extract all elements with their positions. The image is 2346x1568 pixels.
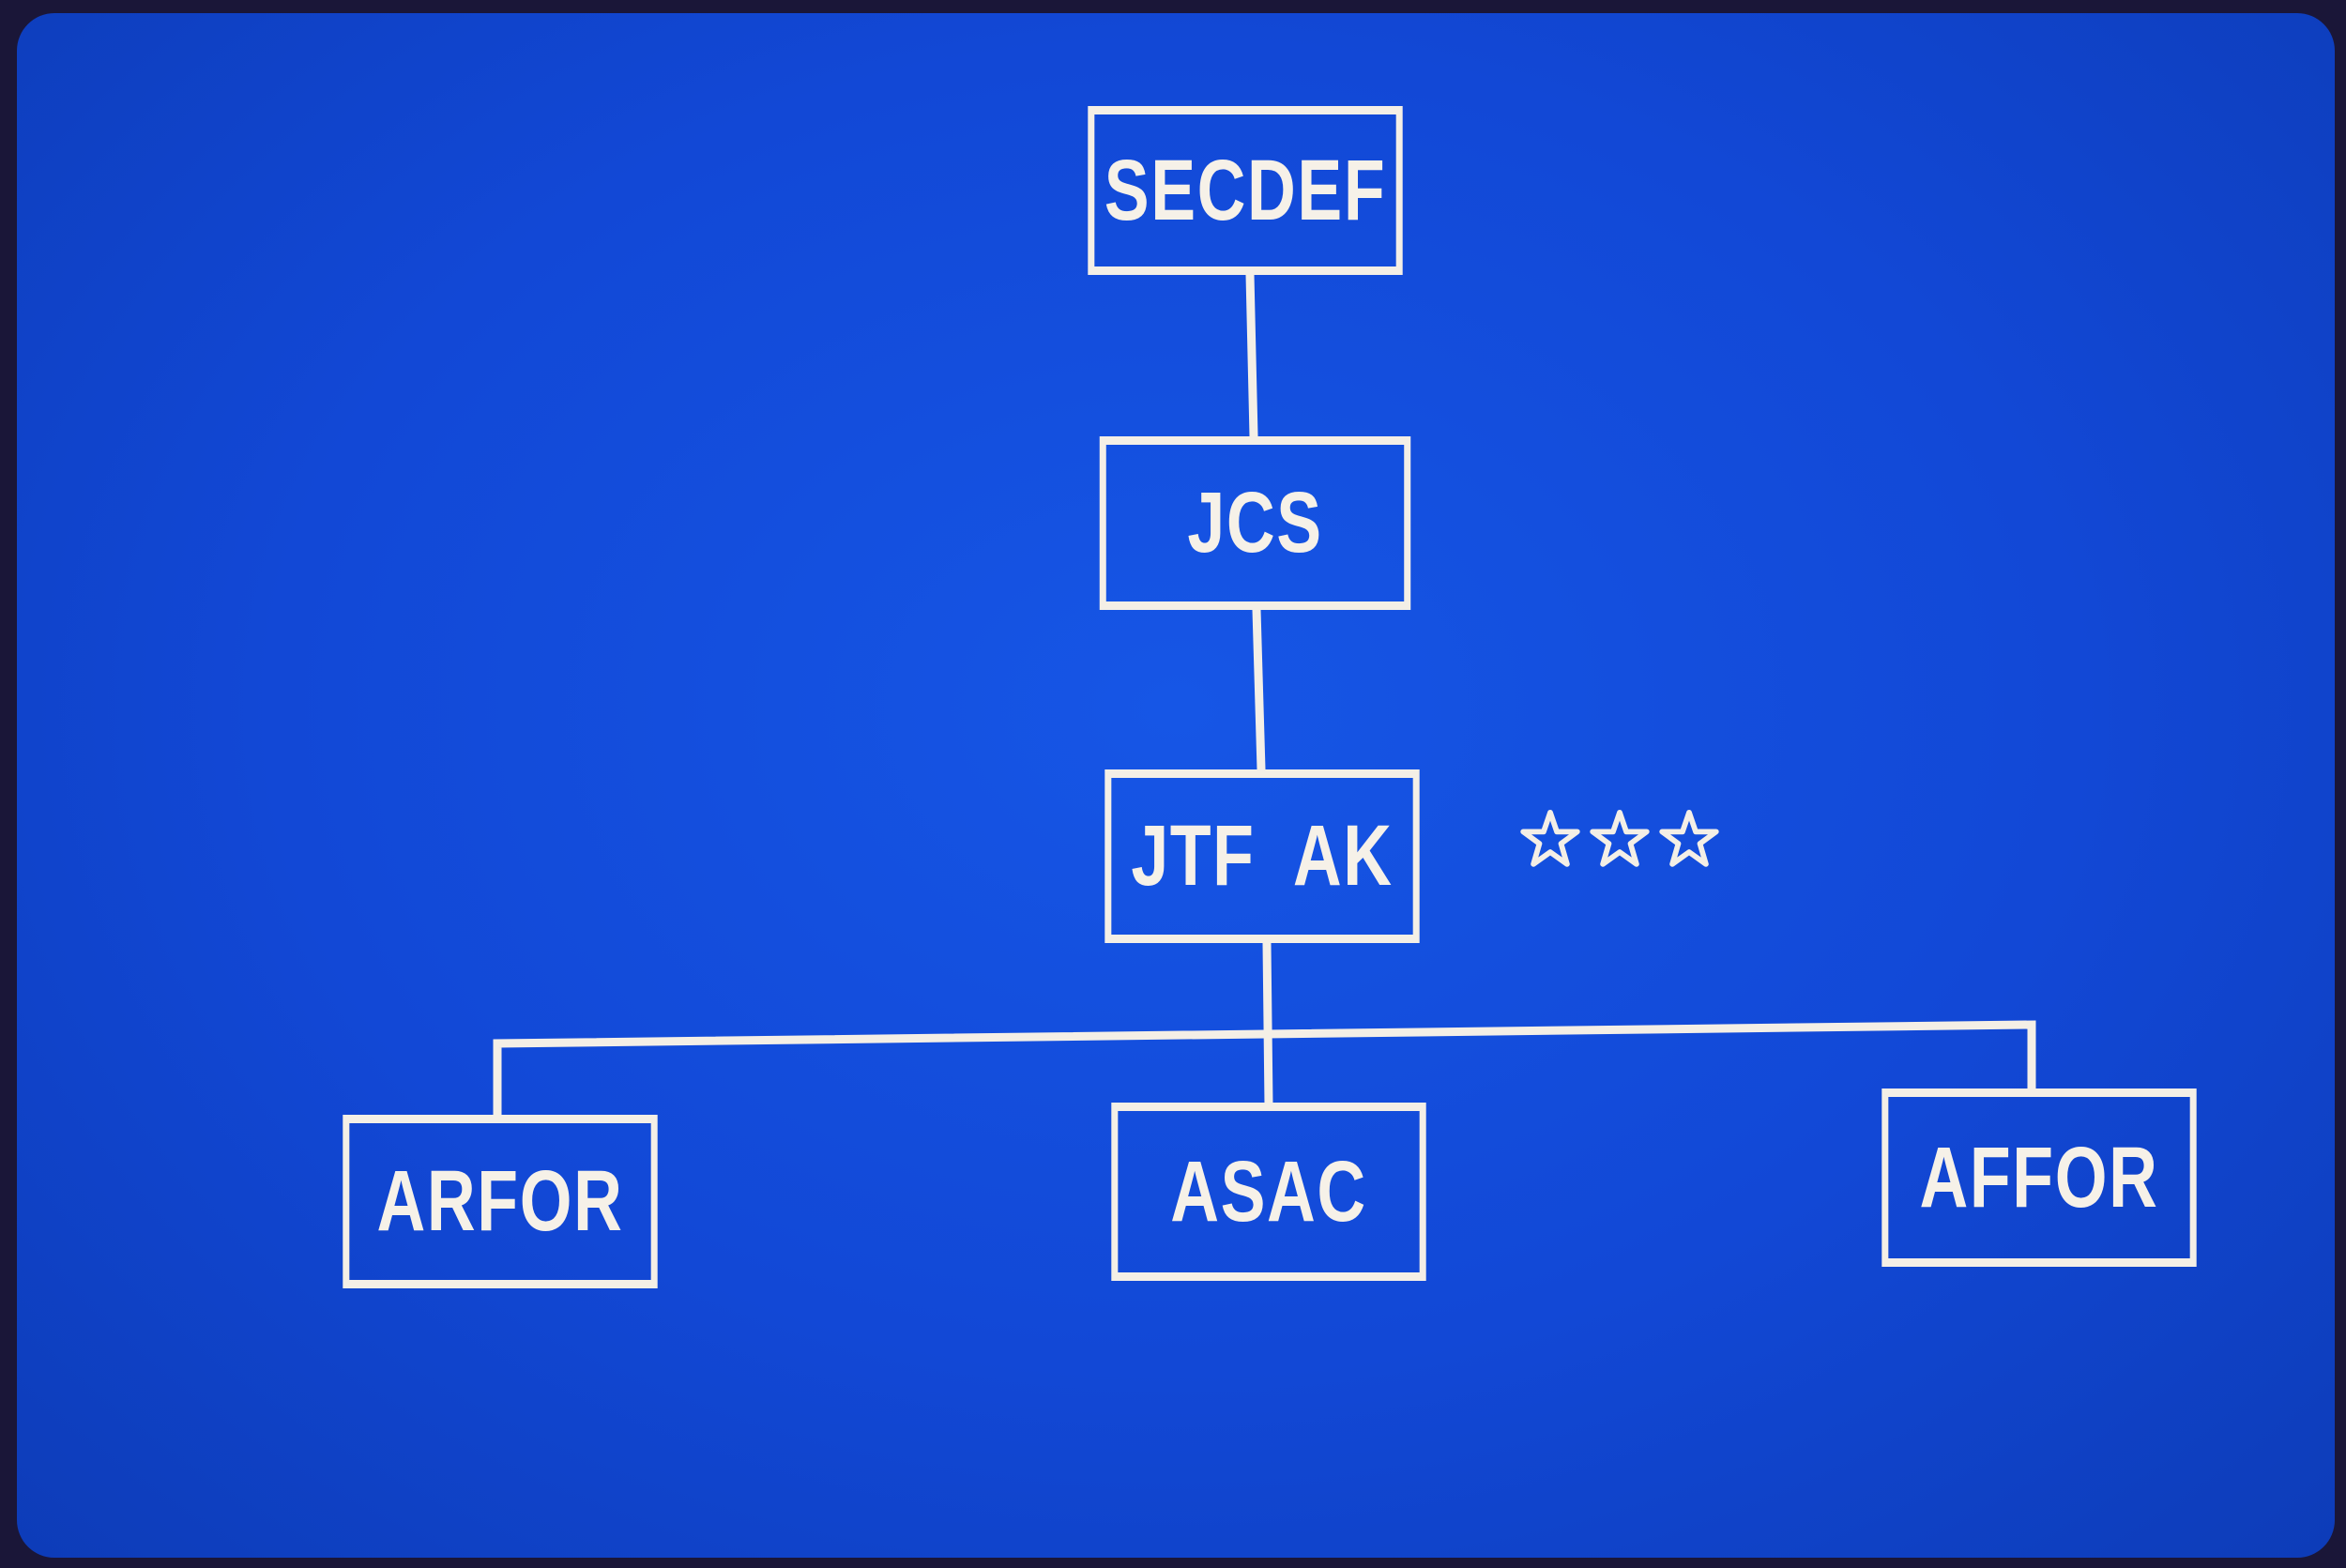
node-affor-label: AFFOR	[1919, 1129, 2159, 1225]
node-jtf-ak: JTF AK	[1104, 769, 1420, 943]
star-outline-icon	[1659, 809, 1719, 867]
star-outline-icon	[1520, 809, 1580, 867]
node-jcs-label: JCS	[1187, 475, 1323, 571]
node-secdef-label: SECDEF	[1104, 142, 1387, 238]
node-jcs: JCS	[1099, 436, 1411, 610]
node-secdef: SECDEF	[1088, 106, 1403, 275]
node-asac: ASAC	[1111, 1103, 1426, 1281]
node-arfor: ARFOR	[343, 1115, 658, 1288]
node-jtf-ak-label: JTF AK	[1131, 808, 1394, 904]
node-arfor-label: ARFOR	[376, 1153, 624, 1249]
connector-jtf-asac	[1262, 938, 1273, 1110]
node-asac-label: ASAC	[1170, 1143, 1367, 1240]
connector-secdef-jcs	[1245, 270, 1258, 441]
star-outline-icon	[1590, 809, 1650, 867]
rank-stars	[1520, 809, 1719, 869]
connector-jcs-jtf	[1252, 605, 1266, 774]
node-affor: AFFOR	[1881, 1088, 2197, 1267]
connector-branch-bar	[493, 1020, 2036, 1121]
